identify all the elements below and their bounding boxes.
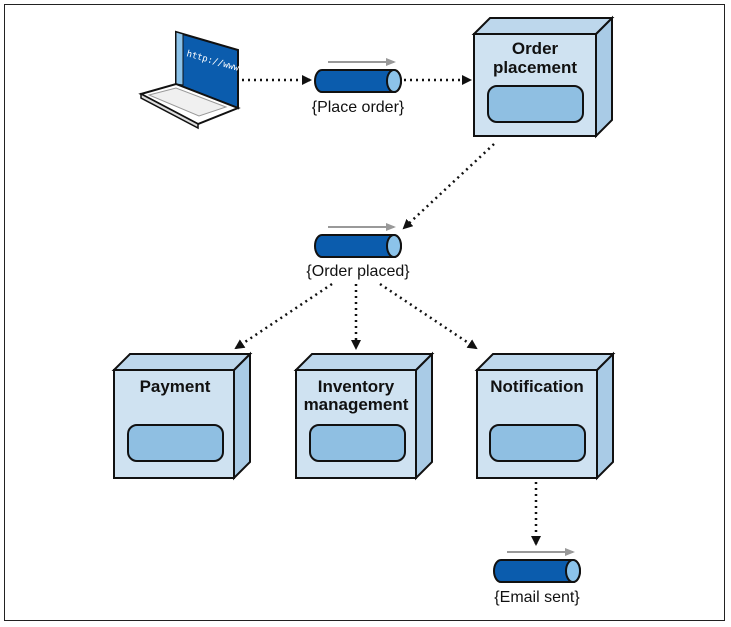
service-title: Payment	[140, 377, 211, 396]
service-notification: Notification	[474, 351, 616, 481]
topic-place-order: {Place order}	[312, 58, 405, 116]
service-order-placement: Order placement	[471, 15, 615, 139]
topic-order-placed: {Order placed}	[306, 223, 410, 280]
topic-label: {Order placed}	[306, 263, 410, 280]
service-payment: Payment	[111, 351, 253, 481]
topic-label: {Place order}	[312, 99, 405, 116]
service-title: Notification	[490, 377, 584, 396]
service-title: Inventory	[318, 377, 395, 396]
service-inventory-management: Inventory management	[293, 351, 435, 481]
arrow-order-placed-to-payment	[234, 282, 333, 350]
service-component	[487, 85, 584, 123]
service-title-line2: management	[304, 395, 409, 414]
service-component	[127, 424, 224, 462]
service-title-line2: placement	[493, 58, 577, 77]
topic-email-sent: {Email sent}	[493, 548, 581, 606]
arrow-order-placed-to-notification	[379, 282, 478, 350]
arrow-order-placement-to-order-placed	[402, 143, 495, 230]
laptop-icon: http://www	[138, 30, 241, 130]
service-component	[309, 424, 406, 462]
topic-label: {Email sent}	[494, 589, 580, 606]
connectors	[234, 75, 541, 546]
service-component	[489, 424, 586, 462]
service-title: Order	[512, 39, 559, 58]
